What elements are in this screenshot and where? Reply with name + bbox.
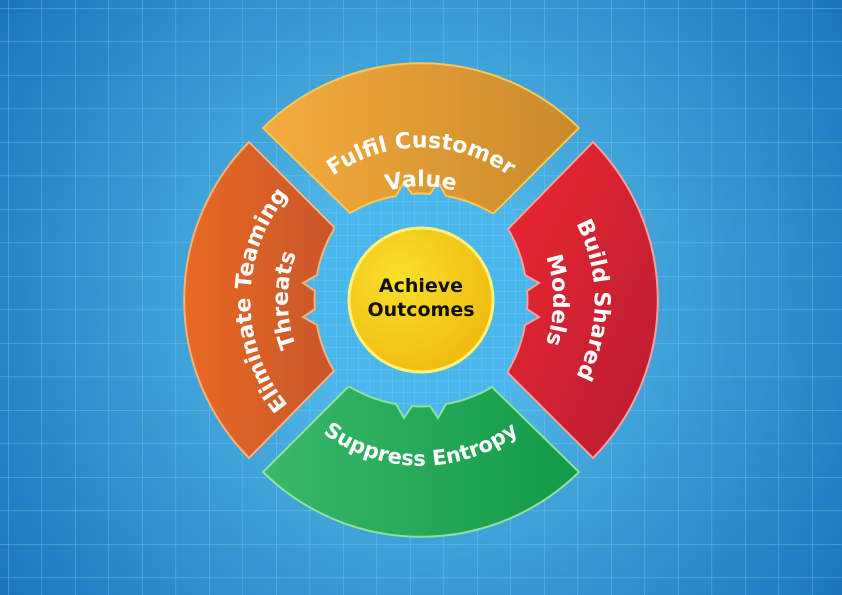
segment-bottom xyxy=(261,385,581,538)
inner-grid xyxy=(293,172,549,428)
segment-top xyxy=(261,62,581,215)
center-label-line1: Achieve xyxy=(379,275,463,297)
segment-right xyxy=(506,140,659,460)
center-circle xyxy=(347,226,495,374)
segment-left xyxy=(183,140,336,460)
center-label-line2: Outcomes xyxy=(367,299,474,321)
top-label-line2: Value xyxy=(383,167,459,196)
